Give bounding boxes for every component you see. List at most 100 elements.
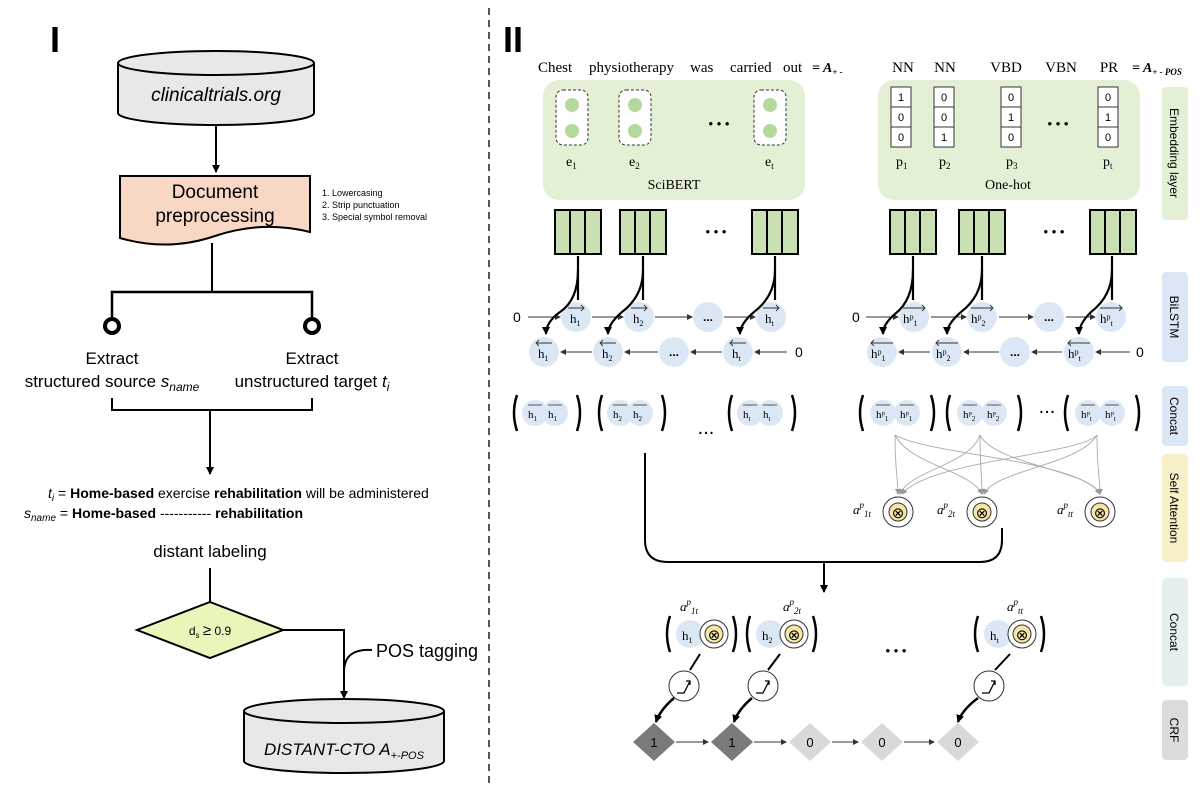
- bilstm-left-fwd-ellipsis: ...: [703, 310, 713, 324]
- crf-output-label: 1: [650, 735, 657, 750]
- ti-var: t: [48, 485, 53, 501]
- onehot-cell-value: 0: [941, 92, 947, 104]
- layer-tag-concat-2-text: Concat: [1167, 613, 1181, 652]
- final-h-2: h2: [762, 628, 773, 645]
- onehot-cell: [1000, 126, 1022, 148]
- bilstm-right-init-fwd: 0: [852, 309, 860, 325]
- attn-label-2: ap2t: [937, 500, 956, 519]
- p-label-1: p1: [896, 155, 908, 171]
- ti-part-2: exercise: [158, 485, 210, 501]
- crf-node: [633, 723, 675, 761]
- decision-text: ds ≥ 0.9: [189, 622, 232, 640]
- pos-tagging-label: POS tagging: [376, 641, 478, 661]
- final-otimes-1: ⊗: [708, 627, 721, 644]
- concat-h-label: h2: [633, 409, 643, 423]
- e-label-1: e1: [566, 155, 577, 171]
- bilstm-left-init-bwd: 0: [795, 344, 803, 360]
- database-clinicaltrials: clinicaltrials.org: [117, 50, 315, 126]
- layer-tag-concat-1: Concat: [1162, 386, 1188, 446]
- sname-part-3: rehabilitation: [215, 505, 303, 521]
- crf-output-label: 0: [954, 735, 961, 750]
- concat-right-ellipsis: ...: [1039, 396, 1056, 418]
- activation-to-crf: [654, 697, 979, 723]
- pos-tag-4: VBN: [1045, 60, 1077, 76]
- lstm-cell-block: [554, 209, 602, 255]
- database-clinicaltrials-label: clinicaltrials.org: [151, 85, 281, 106]
- merge-path: [644, 453, 1003, 563]
- hp-bwd-t: hᵖt: [1068, 346, 1082, 363]
- sentence-eq: = A+ -: [812, 61, 843, 77]
- onehot-cell-value: 0: [941, 112, 947, 124]
- panel-label-I: I: [50, 19, 60, 60]
- layer-tag-bilstm-text: BiLSTM: [1167, 296, 1181, 339]
- bilstm-left-bwd-ellipsis: ...: [669, 345, 679, 359]
- extract-right-line1: Extract: [286, 349, 339, 368]
- panel-label-II: II: [503, 19, 523, 60]
- bilstm-right-fwd-ellipsis: ...: [1044, 310, 1054, 324]
- concat-h-label: hᵖt: [1105, 409, 1116, 423]
- final-attn-2: ap2t: [783, 597, 802, 616]
- crf-node: [711, 723, 753, 761]
- h-fwd-t: ht: [765, 311, 775, 328]
- database-distant-cto-label: DISTANT-CTO A+-POS: [264, 740, 425, 762]
- pos-tag-1: NN: [892, 60, 914, 76]
- onehot-cell-value: 1: [1008, 112, 1014, 124]
- extract-left-text: structured source: [25, 372, 156, 391]
- onehot-cell-value: 0: [1008, 92, 1014, 104]
- onehot-cell-value: 0: [1105, 92, 1111, 104]
- pos-tag-5: PR: [1100, 60, 1118, 76]
- final-attn-1: ap1t: [680, 597, 699, 616]
- sentence-word-3: was: [690, 60, 713, 76]
- bilstm-left-init-fwd: 0: [513, 309, 521, 325]
- pos-eq: = A+ - POS: [1132, 61, 1182, 77]
- embedding-to-bilstm-arrows: [542, 256, 1114, 335]
- extract-left-line1: Extract: [86, 349, 139, 368]
- attn-label-3: aptt: [1057, 500, 1074, 519]
- lstm-cell-block: [958, 209, 1006, 255]
- sname-sub: name: [31, 513, 56, 524]
- preprocessing-step-2: 2. Strip punctuation: [322, 200, 400, 210]
- ti-sub: i: [52, 493, 55, 504]
- ti-part-3: rehabilitation: [214, 485, 302, 501]
- crf-node: [789, 723, 831, 761]
- lstm-ellipsis-left: • • •: [706, 224, 727, 239]
- onehot-ellipsis: • • •: [1048, 116, 1069, 131]
- preprocessing-line2: preprocessing: [155, 206, 274, 227]
- concat-h-label: hᵖ1: [900, 409, 913, 423]
- attention-fan-lines: [894, 434, 1103, 495]
- concat-h-label: hᵖt: [1081, 409, 1092, 423]
- hp-fwd-1: hᵖ1: [903, 311, 918, 328]
- hp-bwd-1: hᵖ1: [871, 346, 886, 363]
- sname-sentence: sname = Home-based ----------- rehabilit…: [24, 505, 303, 524]
- e-label-2: e2: [629, 155, 640, 171]
- sentence-word-2: physiotherapy: [589, 60, 674, 76]
- onehot-cell-value: 0: [898, 132, 904, 144]
- concat-h-label: ht: [743, 409, 751, 423]
- lstm-cell-block: [889, 209, 937, 255]
- crf-node: [861, 723, 903, 761]
- onehot-cell-value: 1: [941, 132, 947, 144]
- concat-h-label: hᵖ1: [876, 409, 889, 423]
- p-label-3: p3: [1006, 155, 1018, 171]
- concat-pair: hᵖ1 hᵖ1: [858, 394, 936, 432]
- extract-right-sub: i: [387, 380, 390, 394]
- onehot-cell-value: 0: [898, 112, 904, 124]
- attn-label-1: ap1t: [853, 500, 872, 519]
- attn-otimes-2: ⊗: [976, 505, 989, 522]
- ti-part-4: will be administered: [305, 485, 429, 501]
- fork-bracket: [110, 290, 314, 318]
- onehot-cell-value: 1: [898, 92, 904, 104]
- attn-otimes-1: ⊗: [892, 505, 905, 522]
- onehot-cell: [1097, 126, 1119, 148]
- concat-pair: hᵖt hᵖt: [1063, 394, 1141, 432]
- p-label-t: pt: [1103, 155, 1113, 171]
- fork-node-right: [303, 317, 321, 335]
- scibert-embedding-box: • • • e1 e2 et SciBERT: [543, 80, 805, 200]
- layer-tag-self-attention-text: Self Attention: [1167, 473, 1181, 544]
- activation-nodes: [668, 670, 1005, 702]
